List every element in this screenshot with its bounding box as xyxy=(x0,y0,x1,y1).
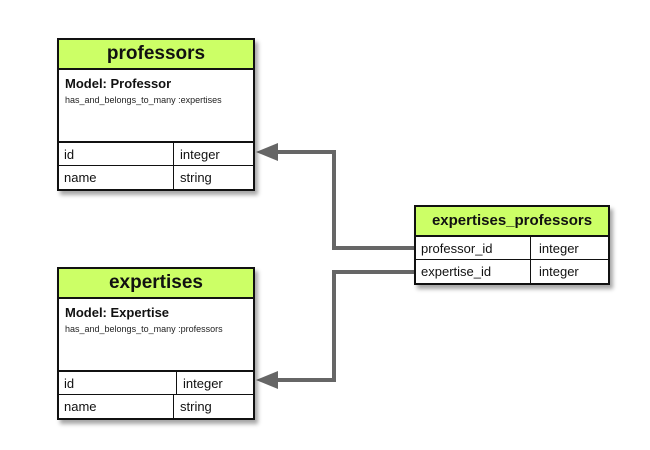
model-block: Model: Expertise has_and_belongs_to_many… xyxy=(59,299,253,372)
column-type: integer xyxy=(183,376,223,391)
column-name: id xyxy=(59,143,174,165)
column-name: professor_id xyxy=(416,237,531,259)
column-name: expertise_id xyxy=(416,260,531,283)
model-name: Model: Professor xyxy=(65,76,172,91)
arrowhead-icon xyxy=(256,143,278,161)
column-type: integer xyxy=(539,241,579,256)
table-row: name string xyxy=(59,166,253,189)
table-professors: professors Model: Professor has_and_belo… xyxy=(57,38,255,191)
model-name: Model: Expertise xyxy=(65,305,170,320)
table-title: professors xyxy=(59,40,253,70)
table-row: id integer xyxy=(59,372,253,395)
column-name: id xyxy=(59,372,177,394)
connector-expertise-id xyxy=(276,270,414,382)
model-block: Model: Professor has_and_belongs_to_many… xyxy=(59,70,253,143)
table-expertises: expertises Model: Expertise has_and_belo… xyxy=(57,267,255,420)
column-type: integer xyxy=(180,147,220,162)
association-text: has_and_belongs_to_many :expertises xyxy=(65,95,222,105)
table-row: id integer xyxy=(59,143,253,166)
arrowhead-icon xyxy=(256,371,278,389)
table-row: name string xyxy=(59,395,253,418)
column-type: string xyxy=(180,170,212,185)
table-title: expertises_professors xyxy=(416,207,608,237)
connector-professor-id xyxy=(276,150,414,250)
table-row: professor_id integer xyxy=(416,237,608,260)
table-row: expertise_id integer xyxy=(416,260,608,283)
column-name: name xyxy=(59,395,174,418)
table-expertises-professors: expertises_professors professor_id integ… xyxy=(414,205,610,285)
column-type: string xyxy=(180,399,212,414)
column-type: integer xyxy=(539,264,579,279)
column-name: name xyxy=(59,166,174,189)
association-text: has_and_belongs_to_many :professors xyxy=(65,324,223,334)
table-title: expertises xyxy=(59,269,253,299)
